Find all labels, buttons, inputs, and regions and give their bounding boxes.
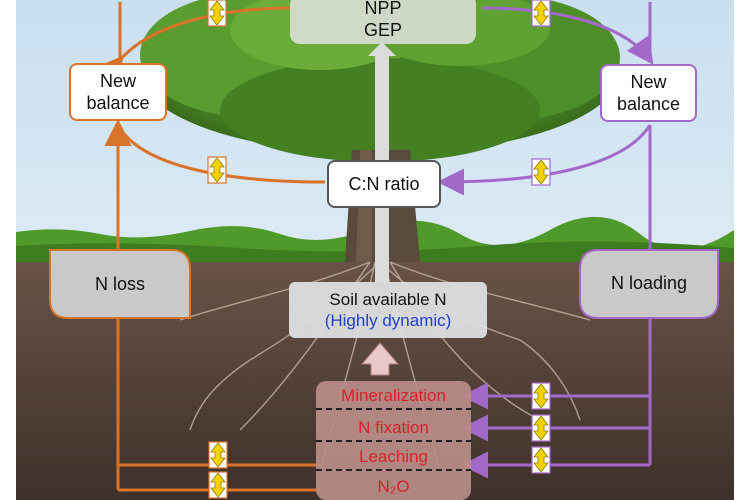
soil-available-n-box: Soil available N (Highly dynamic) bbox=[289, 282, 487, 338]
cn-ratio-box: C:N ratio bbox=[327, 160, 441, 208]
mineralization-label: Mineralization bbox=[341, 386, 446, 405]
cn-ratio-label: C:N ratio bbox=[348, 174, 420, 194]
up-down-arrow-icon bbox=[531, 382, 551, 410]
n-fixation-label: N fixation bbox=[358, 418, 429, 437]
soil-available-n-label: Soil available N bbox=[329, 290, 447, 309]
n-loading-loop bbox=[437, 2, 654, 479]
right-balance-line1: New bbox=[630, 72, 667, 92]
n2o-label: N₂O bbox=[377, 477, 410, 496]
n-loss-shape bbox=[50, 250, 190, 318]
n-loading-label: N loading bbox=[610, 272, 688, 293]
left-new-balance-box: New balance bbox=[69, 63, 167, 121]
central-flow bbox=[360, 42, 400, 376]
up-down-arrow-icon bbox=[531, 446, 551, 474]
left-balance-line1: New bbox=[99, 71, 136, 91]
gep-label: GEP bbox=[363, 20, 402, 40]
right-balance-line2: balance bbox=[616, 94, 681, 114]
n-loss-label-box: N loss bbox=[50, 250, 190, 318]
npp-gep-box: NPP GEP bbox=[290, 0, 476, 44]
up-down-arrow-icon bbox=[208, 471, 228, 499]
up-down-arrow-icon bbox=[207, 0, 227, 27]
tree-canopy bbox=[140, 0, 620, 162]
n-loss-label: N loss bbox=[94, 273, 145, 294]
up-down-arrow-icon bbox=[208, 441, 228, 469]
up-down-arrow-icon bbox=[531, 0, 551, 27]
leaching-label: Leaching bbox=[358, 447, 428, 466]
n-loading-label-box: N loading bbox=[580, 250, 718, 316]
n-loading-shape bbox=[579, 249, 719, 319]
right-new-balance-box: New balance bbox=[600, 64, 697, 122]
up-down-arrow-icon bbox=[531, 414, 551, 442]
npp-label: NPP bbox=[364, 0, 402, 18]
up-down-arrow-icon bbox=[531, 158, 551, 186]
highly-dynamic-label: (Highly dynamic) bbox=[324, 311, 452, 330]
left-balance-line2: balance bbox=[86, 93, 150, 113]
process-box bbox=[316, 381, 471, 500]
up-down-arrow-icon bbox=[207, 156, 227, 184]
